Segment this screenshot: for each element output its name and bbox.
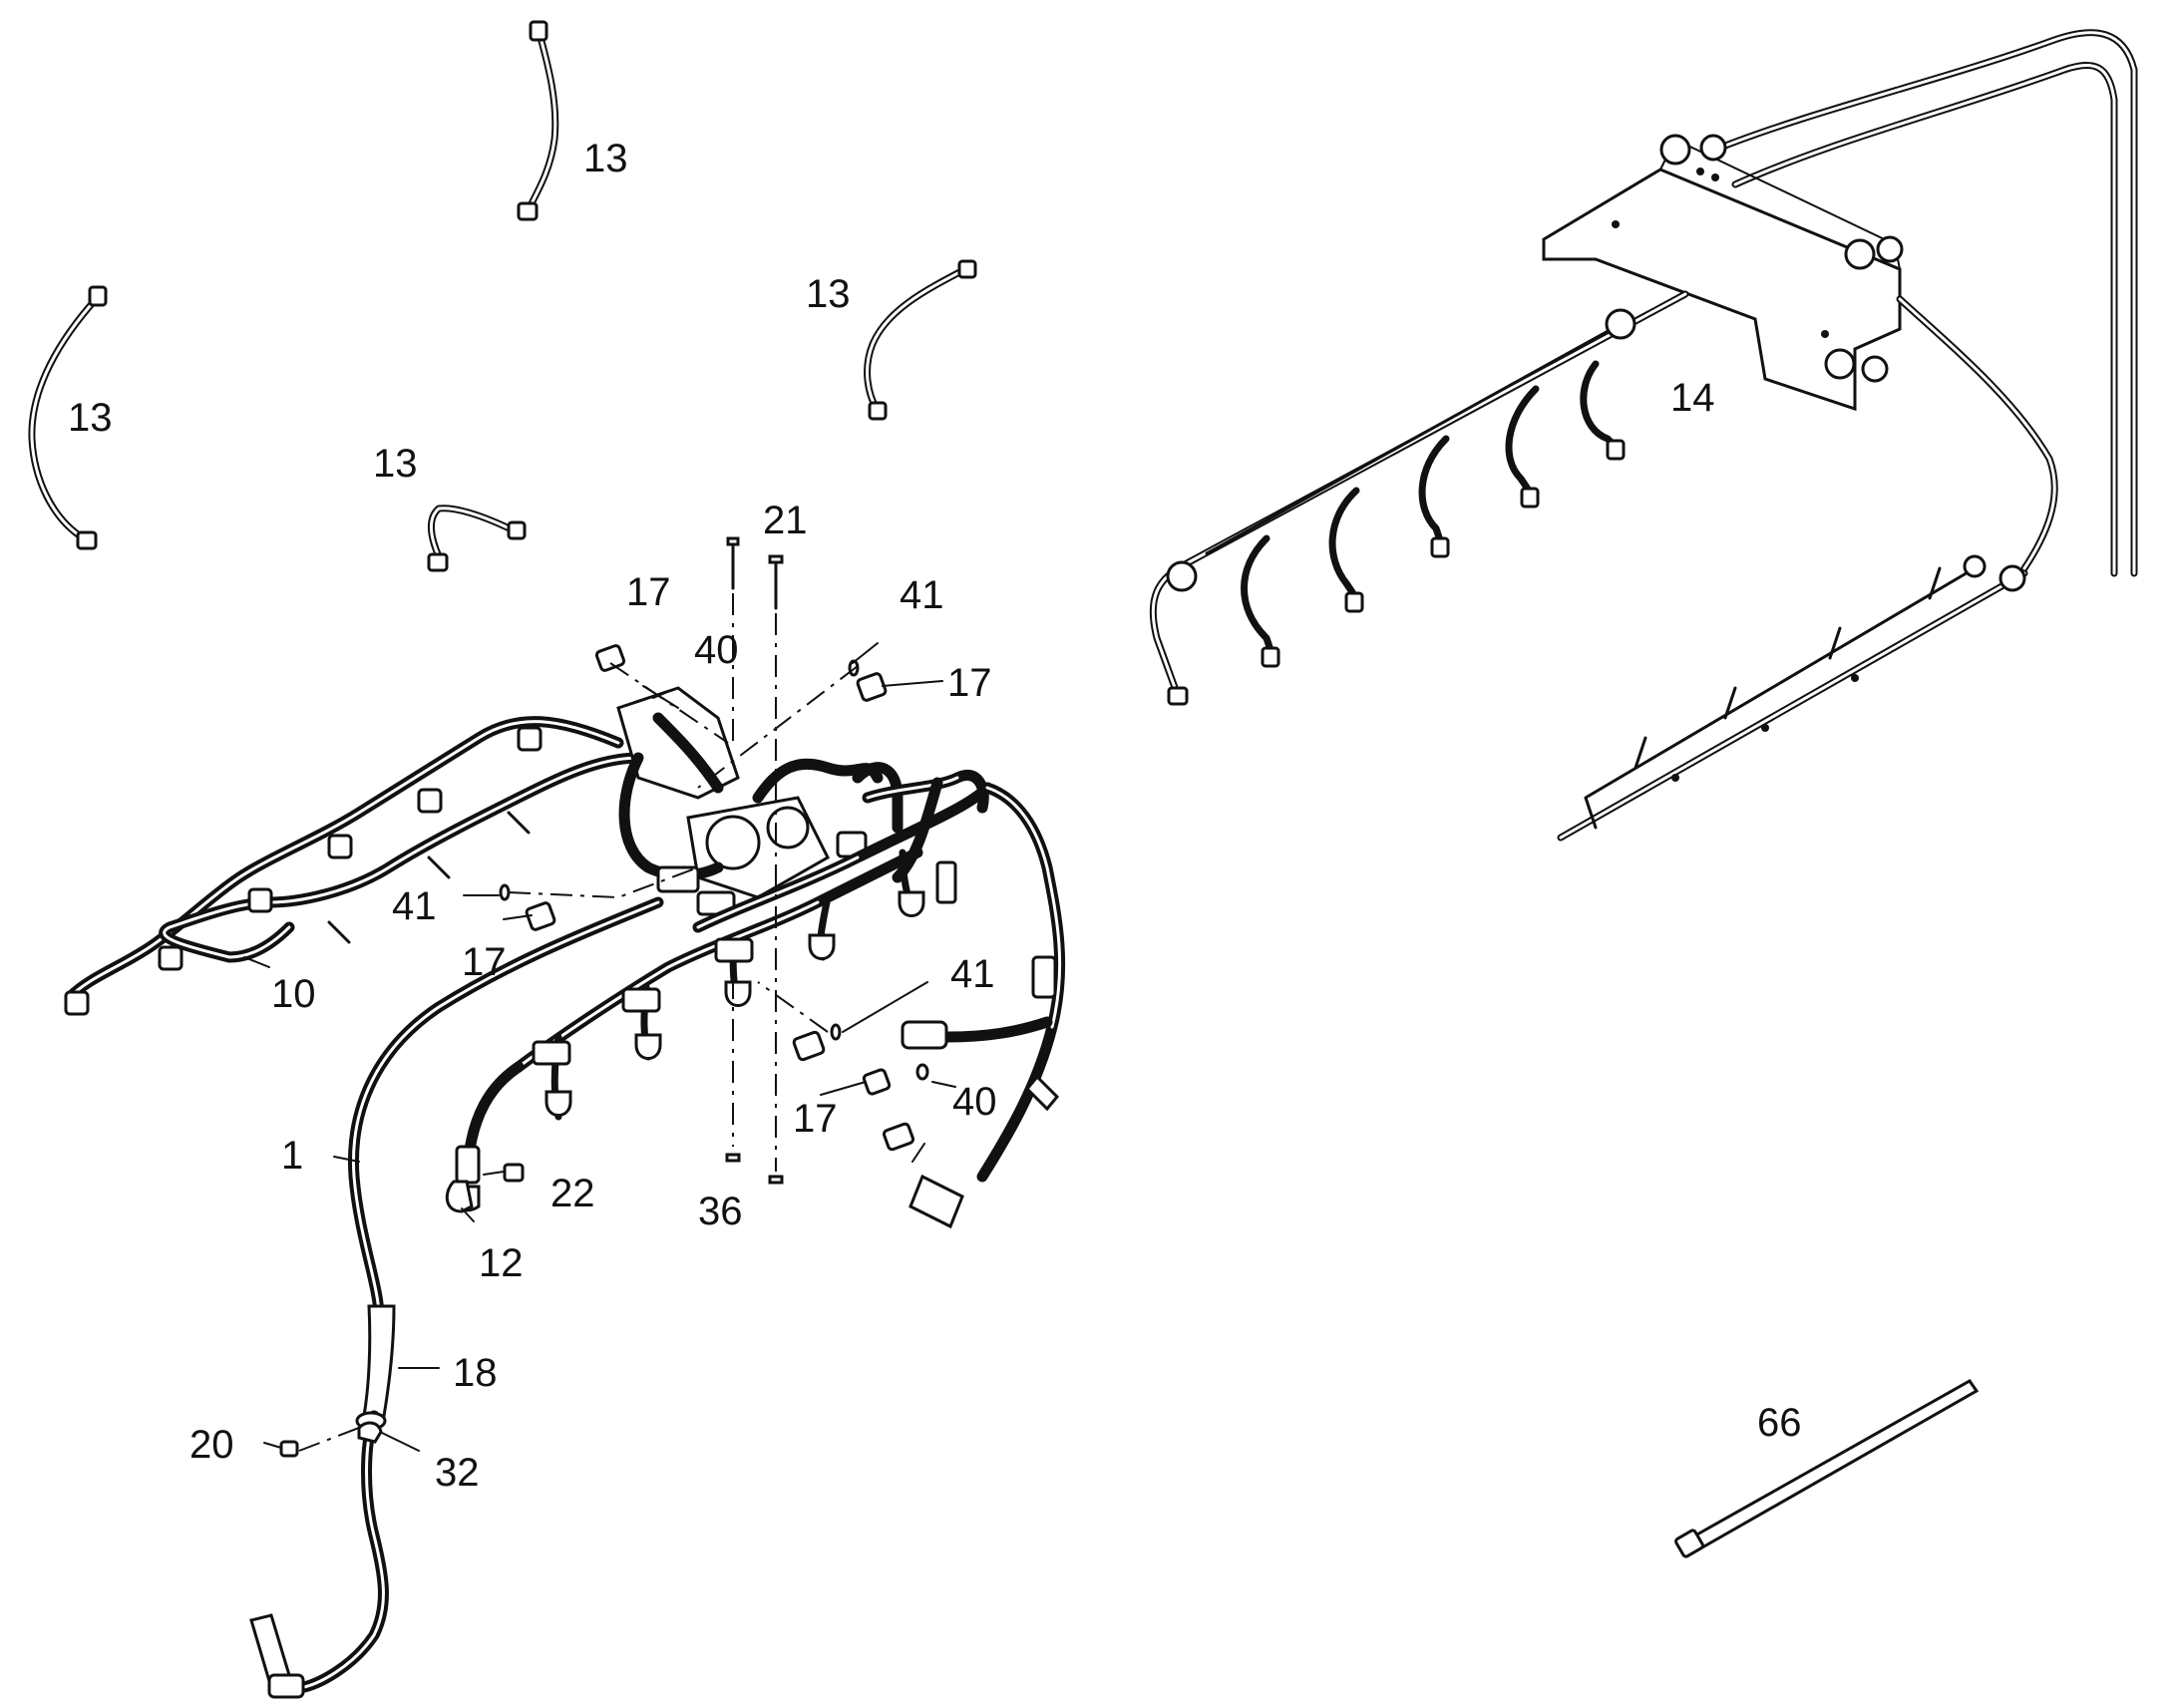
callout-36: 36: [698, 1190, 743, 1233]
callout-22: 22: [550, 1172, 595, 1215]
callout-17-bottom: 17: [793, 1097, 838, 1141]
callout-13-left: 13: [68, 396, 113, 440]
callout-41-left: 41: [392, 884, 437, 928]
callout-32: 32: [435, 1451, 480, 1495]
callout-17-top: 17: [626, 570, 671, 614]
callout-1: 1: [281, 1134, 303, 1178]
callout-41-bottom: 41: [950, 952, 995, 996]
harness-1: [249, 896, 664, 1699]
harness-13-small: [427, 505, 527, 572]
callout-21: 21: [763, 499, 808, 542]
callout-41-top: 41: [900, 573, 944, 617]
callout-40-bottom: 40: [952, 1080, 997, 1124]
callout-13-small: 13: [373, 442, 418, 486]
callout-13-top: 13: [583, 137, 628, 180]
harness-10: [64, 716, 644, 1016]
injector-harness-14: [1149, 29, 2138, 842]
callout-18: 18: [453, 1351, 498, 1395]
harness-13-left: [28, 285, 108, 550]
callout-10: 10: [271, 972, 316, 1016]
centerlines: [298, 593, 859, 1452]
callout-17-right: 17: [947, 661, 992, 705]
harness-13-mid-right: [864, 259, 977, 421]
cable-tie-66: [1674, 1379, 1980, 1558]
callout-17-left: 17: [462, 940, 507, 984]
callout-13-mid-right: 13: [806, 272, 851, 316]
central-module: [616, 686, 989, 916]
callout-14: 14: [1670, 376, 1715, 420]
callout-40-top: 40: [694, 628, 739, 672]
callout-66: 66: [1757, 1401, 1802, 1445]
leader-lines: [243, 642, 956, 1452]
callout-20: 20: [189, 1423, 234, 1467]
callouts: 13 13 13 13 14 21 17 40 41 17 41 17 10 4…: [68, 137, 1802, 1495]
harness-13-top: [517, 20, 559, 221]
callout-12: 12: [479, 1241, 524, 1285]
lower-branch-harness: [451, 782, 1066, 1229]
